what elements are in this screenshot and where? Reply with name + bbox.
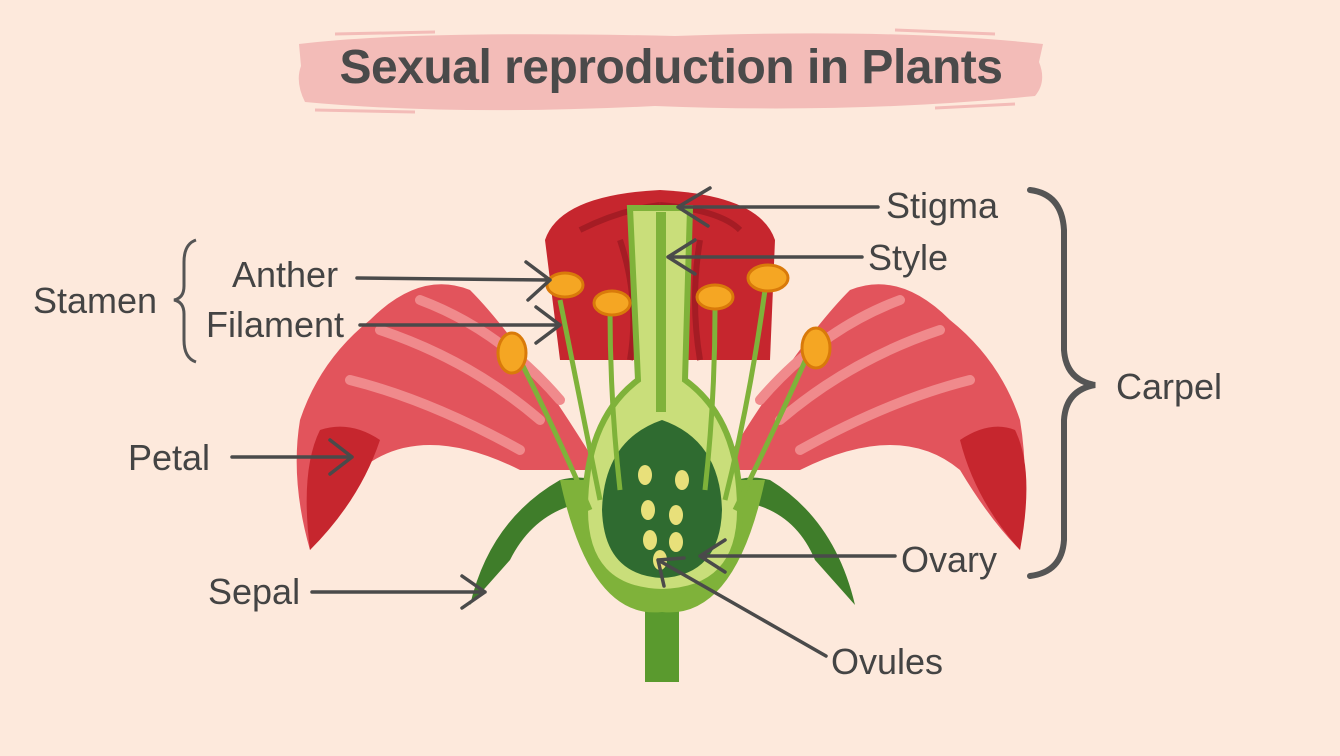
label-filament: Filament (206, 304, 345, 345)
page-title: Sexual reproduction in Plants (339, 41, 1003, 94)
style-arrow (666, 238, 864, 276)
ovules-arrow (656, 556, 828, 658)
filaments (517, 289, 813, 512)
anther-arrow (355, 260, 552, 302)
stigma-arrow (676, 186, 880, 228)
petal-arrow (230, 438, 354, 476)
label-ovary: Ovary (901, 539, 998, 580)
label-petal: Petal (128, 437, 211, 478)
label-ovules: Ovules (831, 641, 944, 682)
sepal-arrow (310, 574, 487, 610)
title-banner: Sexual reproduction in Plants (295, 22, 1047, 118)
label-carpel: Carpel (1116, 366, 1223, 407)
ovary (602, 420, 722, 578)
carpel-brace (1027, 187, 1096, 579)
filament-arrow (358, 305, 562, 345)
pointer-arrows (230, 186, 897, 658)
label-sepal: Sepal (208, 571, 301, 612)
brush-stroke-decoration (298, 28, 1043, 114)
anthers (496, 263, 832, 375)
label-stamen: Stamen (33, 280, 158, 321)
label-style: Style (868, 237, 949, 278)
stem (645, 600, 679, 682)
label-stigma: Stigma (886, 185, 999, 226)
label-anther: Anther (232, 254, 339, 295)
ovary-arrow (698, 538, 897, 574)
stamen-brace (173, 238, 197, 364)
